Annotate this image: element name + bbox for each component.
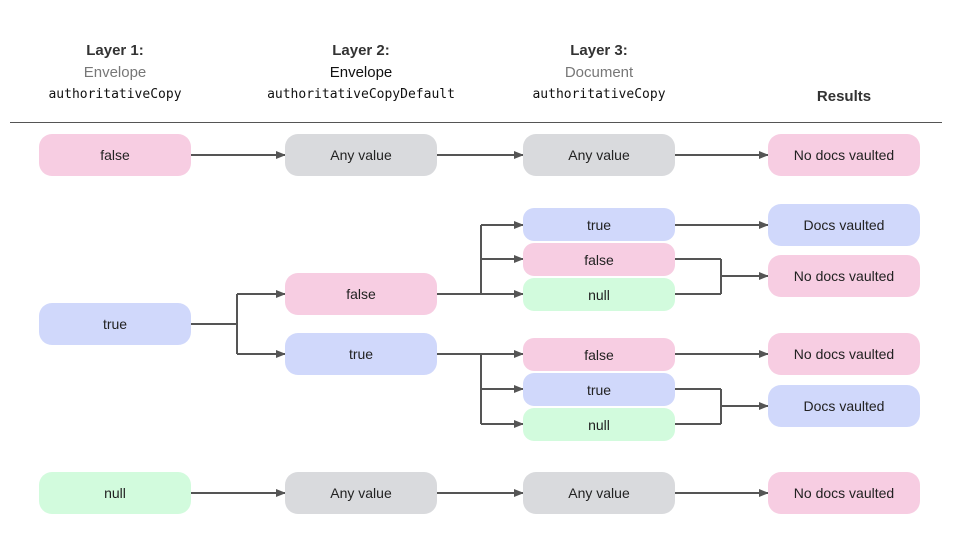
l3-null-node: null: [523, 408, 675, 441]
connector-l2false-split: [437, 225, 482, 295]
l1-true-node: true: [39, 303, 191, 345]
layer1-title: Layer 1:: [86, 42, 144, 59]
layer3-subtitle: Document: [564, 64, 634, 81]
l2-false-node: false: [285, 273, 437, 315]
layer1-header: Layer 1: Envelope authoritativeCopy: [15, 40, 215, 106]
l3-any-value-node: Any value: [523, 134, 675, 176]
results-title: Results: [816, 88, 872, 105]
result-no-docs-node: No docs vaulted: [768, 472, 920, 514]
result-docs-vaulted-node: Docs vaulted: [768, 385, 920, 427]
l3-false-node: false: [523, 338, 675, 371]
l2-true-node: true: [285, 333, 437, 375]
layer2-header: Layer 2: Envelope authoritativeCopyDefau…: [261, 40, 461, 106]
connector-l3-merge-no-docs: [675, 258, 722, 295]
l3-true-node: true: [523, 208, 675, 241]
layer2-subtitle: Envelope: [329, 64, 393, 81]
results-header: Results: [744, 86, 944, 108]
layer2-code: authoritativeCopyDefault: [267, 87, 455, 102]
l1-null-node: null: [39, 472, 191, 514]
layer1-subtitle: Envelope: [83, 64, 147, 81]
l1-false-node: false: [39, 134, 191, 176]
l2-any-value-node: Any value: [285, 472, 437, 514]
layer3-header: Layer 3: Document authoritativeCopy: [499, 40, 699, 106]
l3-false-node: false: [523, 243, 675, 276]
layer1-code: authoritativeCopy: [48, 87, 182, 102]
result-no-docs-node: No docs vaulted: [768, 333, 920, 375]
connector-true-split: [191, 294, 238, 354]
connector-l3-merge-docs: [675, 388, 722, 425]
result-no-docs-node: No docs vaulted: [768, 134, 920, 176]
header-divider: [10, 122, 942, 123]
layer2-title: Layer 2:: [332, 42, 390, 59]
l3-true-node: true: [523, 373, 675, 406]
layer3-code: authoritativeCopy: [532, 87, 666, 102]
result-no-docs-node: No docs vaulted: [768, 255, 920, 297]
layer3-title: Layer 3:: [570, 42, 628, 59]
l2-any-value-node: Any value: [285, 134, 437, 176]
l3-null-node: null: [523, 278, 675, 311]
l3-any-value-node: Any value: [523, 472, 675, 514]
connector-l2true-split: [437, 353, 482, 424]
result-docs-vaulted-node: Docs vaulted: [768, 204, 920, 246]
